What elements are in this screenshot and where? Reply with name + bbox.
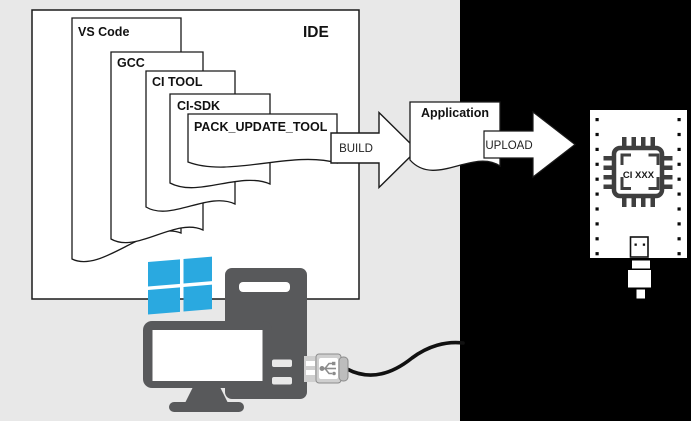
board-hole (595, 237, 599, 241)
board-hole (677, 222, 681, 226)
windows-logo-icon (148, 256, 212, 315)
tower-usb-port-top (272, 359, 292, 367)
chip-pin (661, 165, 673, 170)
usb-plug-icon (304, 353, 349, 384)
chip-pin (603, 175, 615, 180)
usb-trident-down (324, 368, 332, 375)
host-computer (143, 256, 465, 412)
windows-pane-tr (183, 256, 212, 284)
usb-trident-square (332, 361, 336, 366)
ide-title: IDE (303, 24, 329, 41)
usb-plug-stripe-bottom (306, 370, 315, 375)
chip-bracket-bl (620, 177, 631, 190)
monitor-stand-neck (185, 387, 228, 403)
usb-plug-stem (636, 289, 645, 299)
chip-icon: CI XXX (603, 137, 673, 207)
board-hole (677, 207, 681, 211)
build-arrow-label: BUILD (339, 143, 373, 155)
chip-bracket-br (648, 177, 660, 190)
tool-label-vscode: VS Code (78, 25, 129, 39)
chip-pin (622, 137, 627, 149)
usb-trident-icon (319, 361, 336, 376)
windows-pane-br (183, 284, 212, 312)
tool-label-ci-tool: CI TOOL (152, 75, 203, 89)
chip-pin (650, 195, 655, 207)
board-hole (595, 207, 599, 211)
usb-trident-up (324, 362, 332, 369)
usb-socket-pin-right (642, 243, 646, 246)
chip-pin (641, 137, 646, 149)
board-hole (677, 147, 681, 151)
application-label: Application (421, 106, 489, 120)
usb-plug-collar (632, 260, 650, 269)
usb-socket-pin-left (634, 243, 637, 246)
chip-pin (603, 165, 615, 170)
usb-trident-circle (332, 371, 336, 376)
chip-pin (631, 137, 636, 149)
chip-bracket-tr (648, 153, 660, 165)
chip-pin (661, 156, 673, 161)
usb-plug-cap (338, 356, 349, 382)
board-hole (595, 162, 599, 166)
chip-pin (622, 195, 627, 207)
monitor-screen (152, 330, 263, 381)
board-hole (595, 177, 599, 181)
board-holes (595, 118, 681, 256)
board-hole (677, 118, 681, 122)
tool-label-pack-update-tool: PACK_UPDATE_TOOL (194, 120, 328, 134)
board-hole (677, 177, 681, 181)
chip-bracket-tl (620, 153, 631, 165)
chip-pin (650, 137, 655, 149)
tower-usb-port-bottom (272, 377, 292, 385)
windows-pane-tl (148, 259, 180, 287)
tower-drive-slot (239, 282, 290, 292)
usb-socket (629, 236, 649, 258)
chip-body (611, 145, 665, 199)
upload-arrow-label: UPLOAD (485, 140, 532, 152)
build-arrow-icon (330, 110, 418, 190)
monitor-stand-base (169, 402, 244, 412)
board-hole (595, 252, 599, 256)
chip-pin (603, 156, 615, 161)
board-hole (677, 237, 681, 241)
usb-cable (345, 340, 465, 377)
board-hole (595, 118, 599, 122)
upload-arrow-icon (483, 110, 576, 179)
board-hole (677, 252, 681, 256)
chip-pin (661, 175, 673, 180)
usb-plug-stripe-top (306, 361, 315, 366)
board-hole (595, 147, 599, 151)
board-hole (595, 222, 599, 226)
usb-trident-dot (319, 365, 325, 371)
tool-label-gcc: GCC (117, 56, 145, 70)
windows-pane-bl (148, 287, 180, 315)
board-hole (677, 132, 681, 137)
board-hole (595, 192, 599, 196)
board-hole (677, 192, 681, 196)
chip-pins (603, 137, 673, 207)
chip-pin (661, 184, 673, 189)
chip-pin (631, 195, 636, 207)
chip-label: CI XXX (623, 170, 655, 181)
chip-pin (641, 195, 646, 207)
application-doc (409, 101, 501, 171)
device-board: CI XXX (590, 110, 687, 299)
chip-pin (603, 184, 615, 189)
board-hole (595, 132, 599, 137)
chip-corner-brackets (620, 153, 660, 190)
tool-label-ci-sdk: CI-SDK (177, 99, 220, 113)
board-usb-connector-icon (628, 236, 651, 299)
board-hole (677, 162, 681, 166)
usb-plug-body (628, 270, 651, 288)
